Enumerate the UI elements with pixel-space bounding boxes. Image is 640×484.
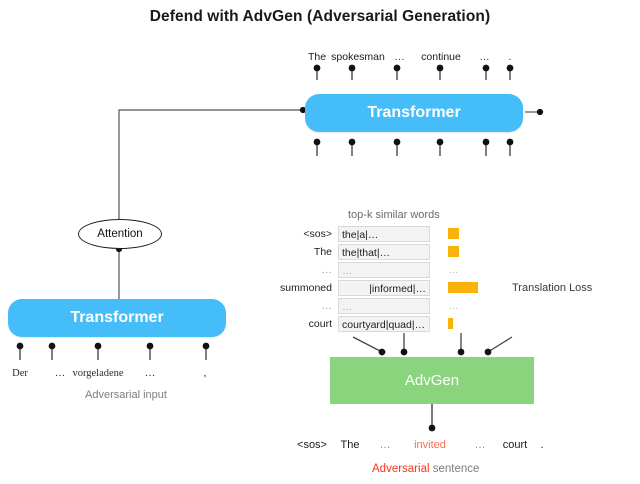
target-word: The bbox=[307, 51, 327, 63]
topk-header-label: top-k similar words bbox=[348, 209, 440, 221]
topk-row: … … … bbox=[280, 298, 530, 315]
adversarial-word: . bbox=[540, 439, 544, 451]
topk-loss-bar bbox=[448, 318, 453, 329]
topk-row-key: … bbox=[321, 300, 333, 312]
adversarial-word: invited bbox=[414, 439, 446, 451]
topk-candidate-cell[interactable]: the|a|… bbox=[338, 226, 430, 242]
topk-candidate-cell[interactable]: courtyard|quad|… bbox=[338, 316, 430, 332]
transformer-box-top[interactable]: Transformer bbox=[305, 94, 523, 132]
topk-candidate-cell[interactable]: … bbox=[338, 262, 430, 278]
attention-to-transformer-connector bbox=[118, 106, 307, 219]
adversarial-sentence-row: <sos> The … invited … court. bbox=[0, 439, 640, 453]
adversarial-caption-rest: sentence bbox=[429, 463, 480, 475]
attention-node[interactable]: Attention bbox=[78, 219, 162, 249]
topk-loss-bar bbox=[448, 282, 478, 293]
topk-row-key: summoned bbox=[280, 282, 332, 294]
source-word: , bbox=[203, 368, 207, 379]
topk-row: summoned |informed|… bbox=[280, 280, 530, 297]
advgen-label: AdvGen bbox=[404, 372, 460, 389]
page-title: Defend with AdvGen (Adversarial Generati… bbox=[149, 8, 491, 25]
adversarial-word: <sos> bbox=[297, 439, 327, 451]
source-word: Der bbox=[12, 368, 28, 379]
advgen-box[interactable]: AdvGen bbox=[330, 357, 534, 404]
transformer-left-label: Transformer bbox=[70, 309, 164, 326]
adversarial-input-caption: Adversarial input bbox=[85, 389, 167, 401]
transformer-box-left[interactable]: Transformer bbox=[8, 299, 226, 337]
source-word: … bbox=[144, 368, 156, 379]
translation-loss-label: Translation Loss bbox=[512, 282, 593, 294]
adversarial-word: court bbox=[502, 439, 528, 451]
topk-row-key: court bbox=[308, 318, 332, 330]
adversarial-word: … bbox=[379, 439, 391, 451]
topk-candidate-cell[interactable]: … bbox=[338, 298, 430, 314]
target-word-row: The spokesman … continue …. bbox=[0, 51, 640, 65]
topk-loss-bar bbox=[448, 228, 459, 239]
target-word: … bbox=[479, 51, 491, 63]
topk-row-key: <sos> bbox=[303, 228, 332, 240]
topk-row-key: The bbox=[313, 246, 332, 258]
adversarial-word: … bbox=[474, 439, 486, 451]
topk-loss-bar bbox=[448, 246, 459, 257]
target-word: … bbox=[394, 51, 406, 63]
source-word: vorgeladene bbox=[72, 368, 124, 379]
adversarial-word: The bbox=[340, 439, 360, 451]
topk-row: court courtyard|quad|… bbox=[280, 316, 530, 333]
source-word: … bbox=[54, 368, 66, 379]
topk-loss-dots: … bbox=[448, 300, 460, 312]
attention-label: Attention bbox=[97, 228, 143, 240]
adversarial-sentence-caption: Adversarial sentence bbox=[372, 463, 479, 475]
topk-candidate-cell[interactable]: |informed|… bbox=[338, 280, 430, 296]
topk-row: … … … bbox=[280, 262, 530, 279]
transformer-top-label: Transformer bbox=[367, 104, 461, 121]
target-word: spokesman bbox=[331, 51, 385, 63]
adversarial-caption-highlight: Adversarial bbox=[372, 463, 430, 475]
topk-loss-dots: … bbox=[448, 264, 460, 276]
top-transformer-input-arrows bbox=[313, 138, 514, 156]
topk-candidate-cell[interactable]: the|that|… bbox=[338, 244, 430, 260]
target-word: continue bbox=[421, 51, 461, 63]
topk-row: The the|that|… bbox=[280, 244, 530, 261]
topk-row: <sos> the|a|… bbox=[280, 226, 530, 243]
source-word-row: Der … vorgeladene …, bbox=[0, 368, 260, 382]
topk-table: <sos> the|a|… The the|that|… … … … summoned |inf… bbox=[280, 226, 530, 341]
source-word-arrows bbox=[16, 342, 210, 360]
target-word: . bbox=[508, 51, 512, 63]
topk-row-key: … bbox=[321, 264, 333, 276]
target-word-arrows bbox=[313, 64, 514, 80]
